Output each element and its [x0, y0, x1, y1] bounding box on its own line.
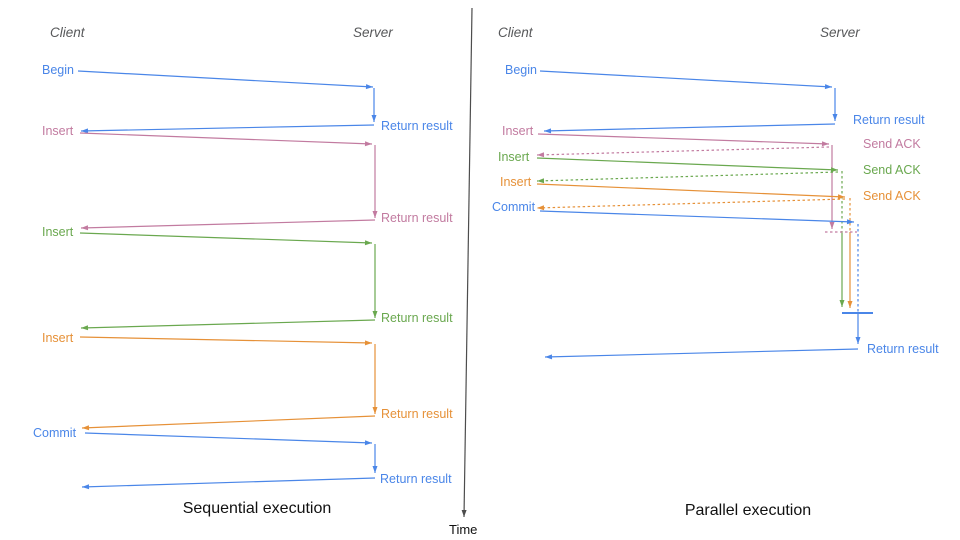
- message-label-commit: Commit: [492, 200, 536, 214]
- arrowhead-icon: [847, 301, 853, 308]
- arrowhead-icon: [537, 178, 545, 184]
- arrowhead-icon: [364, 440, 372, 446]
- response-label: Return result: [381, 119, 453, 133]
- arrowhead-icon: [371, 115, 377, 122]
- message-label-insert-3: Insert: [42, 331, 74, 345]
- server-header: Server: [820, 25, 860, 40]
- arrowhead-icon: [82, 425, 90, 431]
- arrowhead-icon: [364, 340, 372, 346]
- response-label: Return result: [381, 211, 453, 225]
- arrowhead-icon: [824, 84, 832, 90]
- insert1-processing: [372, 145, 378, 218]
- message-label-insert-1: Insert: [502, 124, 534, 138]
- response-label: Return result: [853, 113, 925, 127]
- arrowhead-icon: [537, 152, 545, 158]
- arrowhead-icon: [364, 240, 372, 246]
- arrowhead-icon: [545, 354, 553, 360]
- insert3-request: [536, 183, 846, 200]
- begin-processing: [371, 88, 377, 122]
- insert3-processing: [847, 232, 853, 308]
- insert2-request: [79, 232, 373, 246]
- message-label-insert-2: Insert: [498, 150, 530, 164]
- message-label-begin: Begin: [42, 63, 74, 77]
- arrowhead-icon: [82, 484, 90, 490]
- message-label-commit: Commit: [33, 426, 77, 440]
- insert3-request: [79, 336, 373, 346]
- commit-processing: [372, 444, 378, 473]
- arrowhead-icon: [372, 311, 378, 318]
- response-label: Return result: [381, 407, 453, 421]
- arrowhead-icon: [81, 128, 89, 134]
- commit-request: [539, 210, 855, 225]
- ack-label: Send ACK: [863, 137, 921, 151]
- arrowhead-icon: [372, 211, 378, 218]
- insert1-processing: [829, 145, 835, 229]
- arrowhead-icon: [846, 219, 854, 225]
- arrowhead-icon: [537, 205, 545, 211]
- insert2-processing: [839, 232, 845, 307]
- begin-return: [543, 123, 836, 134]
- insert2-return: [80, 319, 376, 331]
- arrowhead-icon: [829, 222, 835, 229]
- insert2-processing: [372, 244, 378, 318]
- commit-request: [84, 432, 373, 446]
- insert3-return: [81, 415, 376, 431]
- insert2-request: [536, 157, 839, 173]
- sequential-execution-caption: Sequential execution: [182, 500, 332, 517]
- response-label: Return result: [380, 472, 452, 486]
- arrowhead-icon: [855, 337, 861, 344]
- insert1-request: [537, 133, 830, 147]
- insert3-ack: [536, 198, 846, 211]
- response-label: Return result: [381, 311, 453, 325]
- arrowhead-icon: [821, 141, 829, 147]
- begin-request: [539, 70, 833, 90]
- arrowhead-icon: [372, 407, 378, 414]
- client-header: Client: [50, 25, 85, 40]
- arrowhead-icon: [372, 466, 378, 473]
- arrowhead-icon: [830, 167, 838, 173]
- message-label-insert-1: Insert: [42, 124, 74, 138]
- message-label-insert-2: Insert: [42, 225, 74, 239]
- arrowhead-icon: [544, 128, 552, 134]
- arrowhead-icon: [364, 141, 372, 147]
- begin-processing: [832, 88, 838, 121]
- ack-label: Send ACK: [863, 189, 921, 203]
- final-return: [544, 348, 859, 360]
- message-label-insert-3: Insert: [500, 175, 532, 189]
- time-axis: [461, 7, 473, 518]
- begin-request: [77, 70, 374, 90]
- arrowhead-icon: [839, 300, 845, 307]
- insert1-request: [79, 132, 373, 147]
- response-label: Return result: [867, 342, 939, 356]
- arrowhead-icon: [81, 225, 89, 231]
- insert2-ack: [536, 171, 839, 184]
- commit-return: [81, 477, 376, 490]
- message-label-begin: Begin: [505, 63, 537, 77]
- insert1-return: [80, 219, 376, 231]
- arrowhead-icon: [81, 325, 89, 331]
- arrowhead-icon: [832, 114, 838, 121]
- client-header: Client: [498, 25, 533, 40]
- insert1-ack: [536, 146, 830, 158]
- insert3-processing: [372, 344, 378, 414]
- arrowhead-icon: [461, 509, 467, 517]
- server-header: Server: [353, 25, 393, 40]
- arrowhead-icon: [837, 194, 845, 200]
- parallel-execution-caption: Parallel execution: [684, 502, 812, 519]
- arrowhead-icon: [365, 84, 373, 90]
- time-axis-label: Time: [449, 522, 478, 537]
- begin-return: [80, 124, 375, 134]
- ack-label: Send ACK: [863, 163, 921, 177]
- commit-processing: [855, 314, 861, 344]
